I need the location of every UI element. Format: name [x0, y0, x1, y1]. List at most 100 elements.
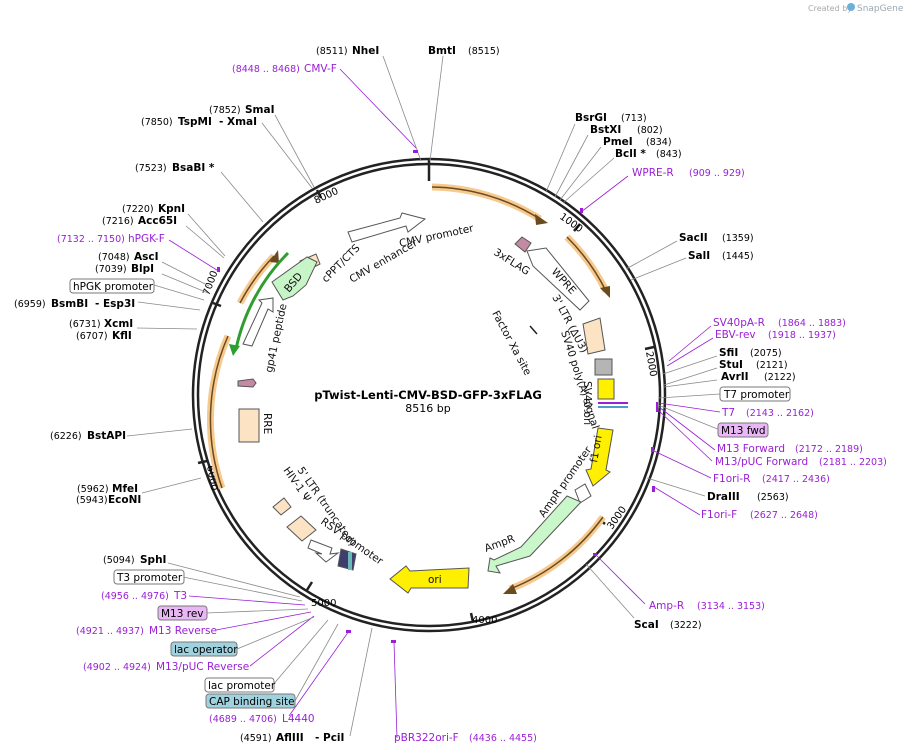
- site-avrii[interactable]: AvrII: [721, 371, 749, 383]
- site-pos[interactable]: (713): [621, 113, 647, 124]
- site-esp3i[interactable]: - Esp3I: [95, 298, 135, 310]
- site-pos[interactable]: (7850): [141, 117, 173, 128]
- primer-f1ori-f[interactable]: F1ori-F: [701, 509, 737, 521]
- site-pos[interactable]: (8511): [316, 46, 348, 57]
- site-pos[interactable]: (4591): [240, 733, 272, 744]
- site-pos[interactable]: (7220): [122, 204, 154, 215]
- site-draiii[interactable]: DraIII: [707, 491, 740, 503]
- site-nhei[interactable]: NheI: [352, 45, 379, 57]
- site-bsrgi[interactable]: BsrGI: [575, 112, 607, 124]
- hpgk-promoter-box[interactable]: [69, 278, 155, 294]
- site-pos[interactable]: (6707): [76, 331, 108, 342]
- site-bcli[interactable]: BclI *: [615, 148, 646, 160]
- site-kpni[interactable]: KpnI: [158, 203, 185, 215]
- site-pmei[interactable]: PmeI: [603, 136, 633, 148]
- site-pos[interactable]: (5962): [77, 484, 109, 495]
- primer-range[interactable]: (909 .. 929): [689, 168, 745, 179]
- site-xcmi[interactable]: XcmI: [104, 318, 133, 330]
- site-xmai[interactable]: - XmaI: [219, 116, 257, 128]
- site-econi[interactable]: EcoNI: [108, 494, 141, 506]
- lac-operator-box[interactable]: [170, 641, 238, 657]
- site-pos[interactable]: (1445): [722, 251, 754, 262]
- site-afliii[interactable]: AflIII: [276, 732, 304, 744]
- site-pcii[interactable]: - PciI: [315, 732, 344, 744]
- site-pos[interactable]: (843): [656, 149, 682, 160]
- primer-pbr322ori-f[interactable]: pBR322ori-F: [394, 732, 459, 744]
- primer-range[interactable]: (4921 .. 4937): [76, 626, 144, 637]
- site-pos[interactable]: (7216): [102, 216, 134, 227]
- site-pos[interactable]: (7523): [135, 163, 167, 174]
- primer-range[interactable]: (1864 .. 1883): [778, 318, 846, 329]
- primer-range[interactable]: (2417 .. 2436): [762, 474, 830, 485]
- primer-range[interactable]: (2181 .. 2203): [819, 457, 887, 468]
- primer-range[interactable]: (4436 .. 4455): [469, 733, 537, 744]
- primer-m13-puc-forward[interactable]: M13/pUC Forward: [715, 456, 808, 468]
- site-pos[interactable]: (7852): [209, 105, 241, 116]
- site-bstxi[interactable]: BstXI: [590, 124, 621, 136]
- primer-range[interactable]: (4902 .. 4924): [83, 662, 151, 673]
- site-mfei[interactable]: MfeI: [112, 483, 138, 495]
- primer-f1ori-r[interactable]: F1ori-R: [713, 473, 750, 485]
- primer-range[interactable]: (4956 .. 4976): [101, 591, 169, 602]
- site-pos[interactable]: (834): [646, 137, 672, 148]
- site-sacii[interactable]: SacII: [679, 232, 708, 244]
- primer-wpre-r[interactable]: WPRE-R: [632, 167, 674, 179]
- primer-range[interactable]: (4689 .. 4706): [209, 714, 277, 725]
- site-pos[interactable]: (5943): [76, 495, 108, 506]
- site-pos[interactable]: (5094): [103, 555, 135, 566]
- primer-amp-r[interactable]: Amp-R: [649, 600, 684, 612]
- site-bmti[interactable]: BmtI: [428, 45, 456, 57]
- primer-cmv-f[interactable]: CMV-F: [304, 63, 337, 75]
- site-pos[interactable]: (7048): [98, 252, 130, 263]
- site-acc65i[interactable]: Acc65I: [138, 215, 177, 227]
- site-pos[interactable]: (2075): [750, 348, 782, 359]
- site-pos[interactable]: (802): [637, 125, 663, 136]
- site-blpi[interactable]: BlpI: [131, 263, 154, 275]
- primer-range[interactable]: (7132 .. 7150): [57, 234, 125, 245]
- primer-t7[interactable]: T7: [721, 407, 735, 419]
- primer-range[interactable]: (2627 .. 2648): [750, 510, 818, 521]
- site-stui[interactable]: StuI: [719, 359, 743, 371]
- site-pos[interactable]: (2122): [764, 372, 796, 383]
- site-tspmi[interactable]: TspMI: [178, 116, 212, 128]
- site-pos[interactable]: (7039): [95, 264, 127, 275]
- site-pos[interactable]: (6226): [50, 431, 82, 442]
- site-pos[interactable]: (1359): [722, 233, 754, 244]
- site-pos[interactable]: (2121): [756, 360, 788, 371]
- site-pos[interactable]: (2563): [757, 492, 789, 503]
- site-sali[interactable]: SalI: [688, 250, 710, 262]
- primer-m13-reverse[interactable]: M13 Reverse: [149, 625, 217, 637]
- cap-site-box[interactable]: [205, 693, 296, 709]
- site-scai[interactable]: ScaI: [634, 619, 659, 631]
- primer-sv40pa-r[interactable]: SV40pA-R: [713, 317, 765, 329]
- site-pos[interactable]: (6731): [69, 319, 101, 330]
- site-sphi[interactable]: SphI: [140, 554, 166, 566]
- t3-promoter-box[interactable]: [113, 569, 185, 585]
- primer-t3[interactable]: T3: [173, 590, 187, 602]
- site-kfli[interactable]: KflI: [112, 330, 132, 342]
- m13-rev-box[interactable]: [157, 605, 208, 621]
- site-bstapi[interactable]: BstAPI: [87, 430, 126, 442]
- site-bsabi[interactable]: BsaBI *: [172, 162, 215, 174]
- site-smai[interactable]: SmaI: [245, 104, 275, 116]
- primer-range[interactable]: (8448 .. 8468): [232, 64, 300, 75]
- primer-range[interactable]: (1918 .. 1937): [768, 330, 836, 341]
- t7-promoter-box[interactable]: [719, 386, 791, 402]
- m13-fwd-box[interactable]: [717, 422, 769, 438]
- primer-range[interactable]: (3134 .. 3153): [697, 601, 765, 612]
- site-pos[interactable]: (6959): [14, 299, 46, 310]
- primer-m13-puc-reverse[interactable]: M13/pUC Reverse: [156, 661, 249, 673]
- primer-m13-forward[interactable]: M13 Forward: [717, 443, 785, 455]
- site-asci[interactable]: AscI: [134, 251, 159, 263]
- site-pos[interactable]: (8515): [468, 46, 500, 57]
- lac-promoter-box[interactable]: [204, 677, 275, 693]
- primer-l4440[interactable]: L4440: [282, 713, 315, 725]
- site-bsmbi[interactable]: BsmBI: [51, 298, 88, 310]
- primer-hpgk-f[interactable]: hPGK-F: [128, 233, 165, 245]
- site-sfii[interactable]: SfiI: [719, 347, 738, 359]
- primer-range[interactable]: (2143 .. 2162): [746, 408, 814, 419]
- primer-ebv-rev[interactable]: EBV-rev: [715, 329, 756, 341]
- primer-range[interactable]: (2172 .. 2189): [795, 444, 863, 455]
- site-pos[interactable]: (3222): [670, 620, 702, 631]
